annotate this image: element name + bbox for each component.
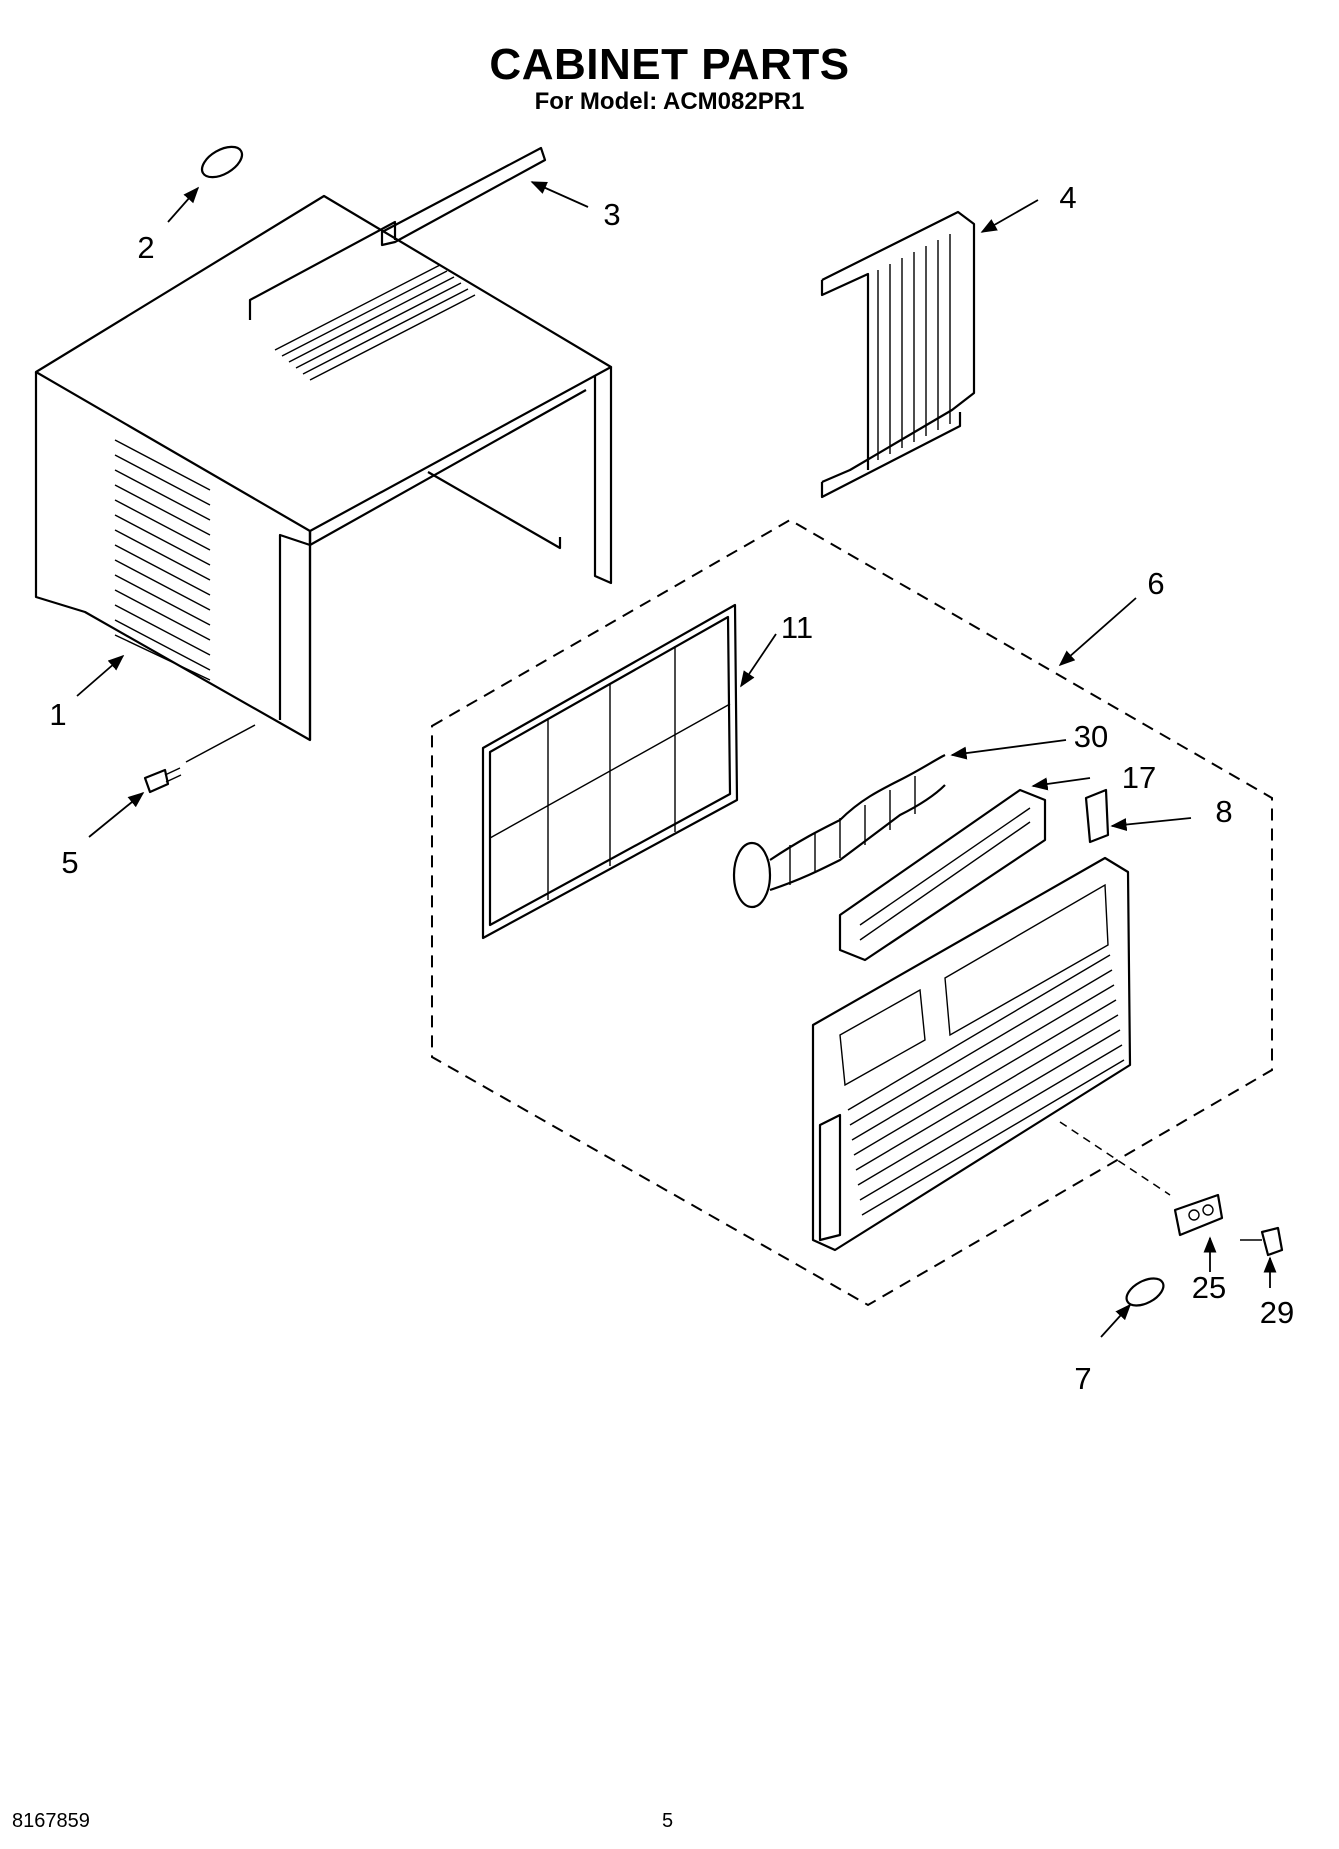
louver-blades xyxy=(859,807,1031,941)
callout-30: 30 xyxy=(1074,719,1108,754)
front-assembly-outline xyxy=(431,518,1273,1307)
screw-5-icon xyxy=(143,767,182,794)
screw-5-leader xyxy=(185,724,256,763)
model-subtitle: For Model: ACM082PR1 xyxy=(534,88,805,115)
side-curtain xyxy=(820,210,976,499)
support-strip xyxy=(380,146,547,247)
callout-labels: 2 3 4 1 5 6 11 30 17 8 25 29 7 xyxy=(49,180,1294,1396)
callout-25: 25 xyxy=(1192,1270,1226,1305)
callout-3: 3 xyxy=(603,197,620,232)
callout-arrows xyxy=(76,181,1277,1338)
louver-assembly xyxy=(838,788,1047,962)
knob-plate-25-icon xyxy=(1173,1193,1224,1237)
callout-1: 1 xyxy=(49,697,66,732)
air-filter xyxy=(481,603,739,940)
callout-8: 8 xyxy=(1215,794,1232,829)
cabinet-wrapper xyxy=(34,194,613,742)
callout-17: 17 xyxy=(1122,760,1156,795)
callout-2: 2 xyxy=(137,230,154,265)
top-louvers xyxy=(274,264,476,381)
callout-6: 6 xyxy=(1147,566,1164,601)
side-louvers xyxy=(114,439,211,681)
callout-4: 4 xyxy=(1059,180,1076,215)
screw-29-icon xyxy=(1240,1226,1284,1257)
callout-29: 29 xyxy=(1260,1295,1294,1330)
callout-7: 7 xyxy=(1074,1361,1091,1396)
callout-11: 11 xyxy=(781,610,813,645)
bracket-8-icon xyxy=(1084,788,1110,844)
page-title: CABINET PARTS xyxy=(489,40,850,89)
seal-7-icon xyxy=(1125,1277,1165,1307)
callout-5: 5 xyxy=(61,845,78,880)
seal-2-icon xyxy=(200,145,244,179)
page-number: 5 xyxy=(662,1810,674,1832)
front-grille xyxy=(811,856,1132,1252)
blower-wheel xyxy=(732,754,946,909)
document-number: 8167859 xyxy=(12,1810,90,1832)
